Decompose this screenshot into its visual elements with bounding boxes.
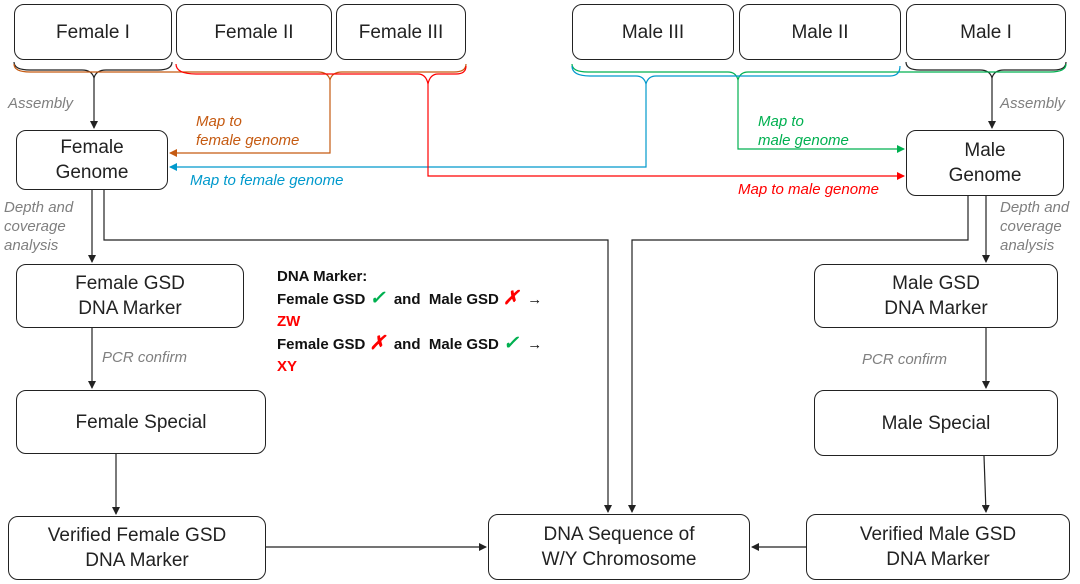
legend-female-gsd: Female GSD	[277, 336, 366, 353]
label-map-female-orange: Map to female genome	[196, 113, 300, 149]
label-map-female-blue: Map to female genome	[190, 172, 344, 189]
sample-female-ii: Female II	[176, 4, 332, 60]
verified-male-marker-box: Verified Male GSD DNA Marker	[806, 514, 1070, 580]
brace-female-all-orange	[13, 63, 467, 81]
brace-female-all-red	[175, 63, 467, 85]
sample-female-iii: Female III	[336, 4, 466, 60]
brace-female-i	[13, 61, 173, 79]
label-depth-right: Depth and coverage analysis	[1000, 199, 1070, 254]
legend-female-gsd: Female GSD	[277, 291, 366, 308]
legend-row-xy: Female GSD ✗ and Male GSD ✓ →	[277, 333, 542, 356]
brace-male-i	[905, 61, 1067, 79]
dna-marker-legend: DNA Marker: Female GSD ✓ and Male GSD ✗ …	[277, 266, 542, 378]
legend-male-gsd: Male GSD	[428, 291, 499, 308]
sample-female-i: Female I	[14, 4, 172, 60]
legend-result-zw: ZW	[277, 313, 301, 330]
cross-icon: ✗	[503, 288, 519, 309]
legend-male-gsd: Male GSD	[428, 336, 499, 353]
legend-and: and	[393, 336, 421, 353]
label-assembly-left: Assembly	[8, 95, 74, 112]
arrow-right-icon: →	[527, 336, 543, 353]
male-genome-box: Male Genome	[906, 130, 1064, 196]
dna-sequence-wy-box: DNA Sequence of W/Y Chromosome	[488, 514, 750, 580]
legend-and: and	[393, 291, 421, 308]
label-pcr-right: PCR confirm	[862, 351, 948, 368]
check-icon: ✓	[503, 333, 519, 354]
female-special-box: Female Special	[16, 390, 266, 454]
label-map-male-green: Map to male genome	[758, 113, 849, 149]
legend-title: DNA Marker:	[277, 268, 368, 285]
label-depth-left: Depth and coverage analysis	[4, 199, 74, 254]
female-gsd-marker-box: Female GSD DNA Marker	[16, 264, 244, 328]
label-assembly-right: Assembly	[1000, 95, 1066, 112]
label-map-male-red: Map to male genome	[738, 181, 879, 198]
label-pcr-left: PCR confirm	[102, 349, 188, 366]
sample-male-i: Male I	[906, 4, 1066, 60]
legend-row-zw: Female GSD ✓ and Male GSD ✗ →	[277, 288, 542, 311]
female-genome-box: Female Genome	[16, 130, 168, 190]
cross-icon: ✗	[369, 333, 386, 354]
verified-female-marker-box: Verified Female GSD DNA Marker	[8, 516, 266, 580]
male-gsd-marker-box: Male GSD DNA Marker	[814, 264, 1058, 328]
legend-result-xy: XY	[277, 358, 298, 375]
arrow-right-icon: →	[527, 291, 543, 308]
check-icon: ✓	[369, 288, 386, 309]
male-special-box: Male Special	[814, 390, 1058, 456]
sample-male-iii: Male III	[572, 4, 734, 60]
sample-male-ii: Male II	[739, 4, 901, 60]
